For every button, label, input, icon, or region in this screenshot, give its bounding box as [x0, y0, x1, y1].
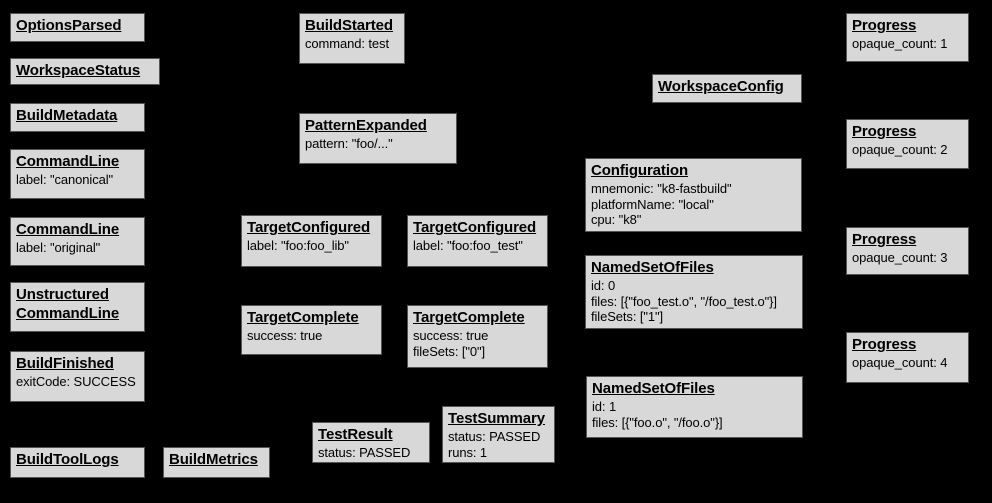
- node-progress-1: Progress opaque_count: 1: [846, 13, 969, 62]
- node-title: Progress: [852, 17, 917, 34]
- node-target-complete-foo-test: TargetComplete success: true fileSets: […: [407, 305, 548, 368]
- node-named-set-of-files-1: NamedSetOfFiles id: 1 files: [{"foo.o", …: [586, 376, 803, 438]
- node-title: TestResult: [318, 426, 393, 443]
- node-build-metrics: BuildMetrics: [163, 447, 270, 478]
- node-title: BuildMetrics: [169, 451, 258, 468]
- node-named-set-of-files-0: NamedSetOfFiles id: 0 files: [{"foo_test…: [585, 255, 803, 329]
- node-field: fileSets: ["0"]: [413, 343, 486, 359]
- node-title: BuildStarted: [305, 17, 393, 34]
- node-field: id: 1: [592, 398, 617, 414]
- node-target-configured-foo-test: TargetConfigured label: "foo:foo_test": [407, 215, 548, 267]
- node-title: BuildFinished: [16, 355, 114, 372]
- node-field: command: test: [305, 35, 389, 51]
- node-field: exitCode: SUCCESS: [16, 373, 136, 389]
- node-title: TestSummary: [448, 410, 545, 427]
- node-field: opaque_count: 1: [852, 35, 948, 51]
- node-title: WorkspaceConfig: [658, 78, 784, 95]
- node-workspace-config: WorkspaceConfig: [652, 74, 802, 103]
- node-title: NamedSetOfFiles: [591, 259, 714, 276]
- node-title: Progress: [852, 123, 917, 140]
- node-title: Configuration: [591, 162, 689, 179]
- node-title: PatternExpanded: [305, 117, 427, 134]
- node-title: TargetConfigured: [413, 219, 537, 236]
- node-title: NamedSetOfFiles: [592, 380, 715, 397]
- node-progress-3: Progress opaque_count: 3: [846, 227, 969, 275]
- node-target-configured-foo-lib: TargetConfigured label: "foo:foo_lib": [241, 215, 382, 267]
- node-progress-2: Progress opaque_count: 2: [846, 119, 969, 169]
- node-test-summary: TestSummary status: PASSED runs: 1: [442, 406, 555, 463]
- node-field: pattern: "foo/...": [305, 135, 393, 151]
- node-options-parsed: OptionsParsed: [10, 13, 145, 42]
- node-title: CommandLine: [16, 221, 120, 238]
- node-test-result: TestResult status: PASSED: [312, 422, 430, 463]
- node-title: OptionsParsed: [16, 17, 122, 34]
- node-field: label: "original": [16, 239, 101, 255]
- node-field: cpu: "k8": [591, 212, 642, 228]
- node-pattern-expanded: PatternExpanded pattern: "foo/...": [299, 113, 457, 164]
- node-command-line-original: CommandLine label: "original": [10, 217, 145, 266]
- node-field: fileSets: ["1"]: [591, 309, 664, 325]
- node-field: success: true: [247, 327, 323, 343]
- node-unstructured-command-line: Unstructured CommandLine: [10, 282, 145, 332]
- node-workspace-status: WorkspaceStatus: [10, 58, 160, 85]
- node-target-complete-foo-lib: TargetComplete success: true: [241, 305, 382, 355]
- node-field: id: 0: [591, 277, 616, 293]
- node-build-tool-logs: BuildToolLogs: [10, 447, 145, 478]
- node-field: label: "canonical": [16, 171, 114, 187]
- node-field: mnemonic: "k8-fastbuild": [591, 180, 732, 196]
- node-title: Unstructured CommandLine: [16, 286, 120, 322]
- node-title: TargetComplete: [413, 309, 525, 326]
- node-title: WorkspaceStatus: [16, 62, 141, 79]
- node-title: Progress: [852, 336, 917, 353]
- node-title: BuildToolLogs: [16, 451, 119, 468]
- node-field: opaque_count: 3: [852, 249, 948, 265]
- node-title: BuildMetadata: [16, 107, 118, 124]
- node-configuration: Configuration mnemonic: "k8-fastbuild" p…: [585, 158, 802, 232]
- node-field: label: "foo:foo_test": [413, 237, 523, 253]
- node-field: label: "foo:foo_lib": [247, 237, 349, 253]
- node-build-started: BuildStarted command: test: [299, 13, 405, 64]
- node-title: CommandLine: [16, 153, 120, 170]
- node-build-metadata: BuildMetadata: [10, 103, 145, 132]
- node-progress-4: Progress opaque_count: 4: [846, 332, 969, 383]
- node-field: opaque_count: 4: [852, 354, 948, 370]
- node-command-line-canonical: CommandLine label: "canonical": [10, 149, 145, 199]
- node-field: platformName: "local": [591, 196, 714, 212]
- node-field: runs: 1: [448, 444, 488, 460]
- node-field: success: true: [413, 327, 489, 343]
- node-build-finished: BuildFinished exitCode: SUCCESS: [10, 351, 145, 402]
- node-field: files: [{"foo.o", "/foo.o"}]: [592, 414, 723, 430]
- node-field: opaque_count: 2: [852, 141, 948, 157]
- node-title: TargetConfigured: [247, 219, 371, 236]
- node-title: TargetComplete: [247, 309, 359, 326]
- node-field: files: [{"foo_test.o", "/foo_test.o"}]: [591, 293, 777, 309]
- node-title: Progress: [852, 231, 917, 248]
- node-field: status: PASSED: [448, 428, 541, 444]
- node-field: status: PASSED: [318, 444, 411, 460]
